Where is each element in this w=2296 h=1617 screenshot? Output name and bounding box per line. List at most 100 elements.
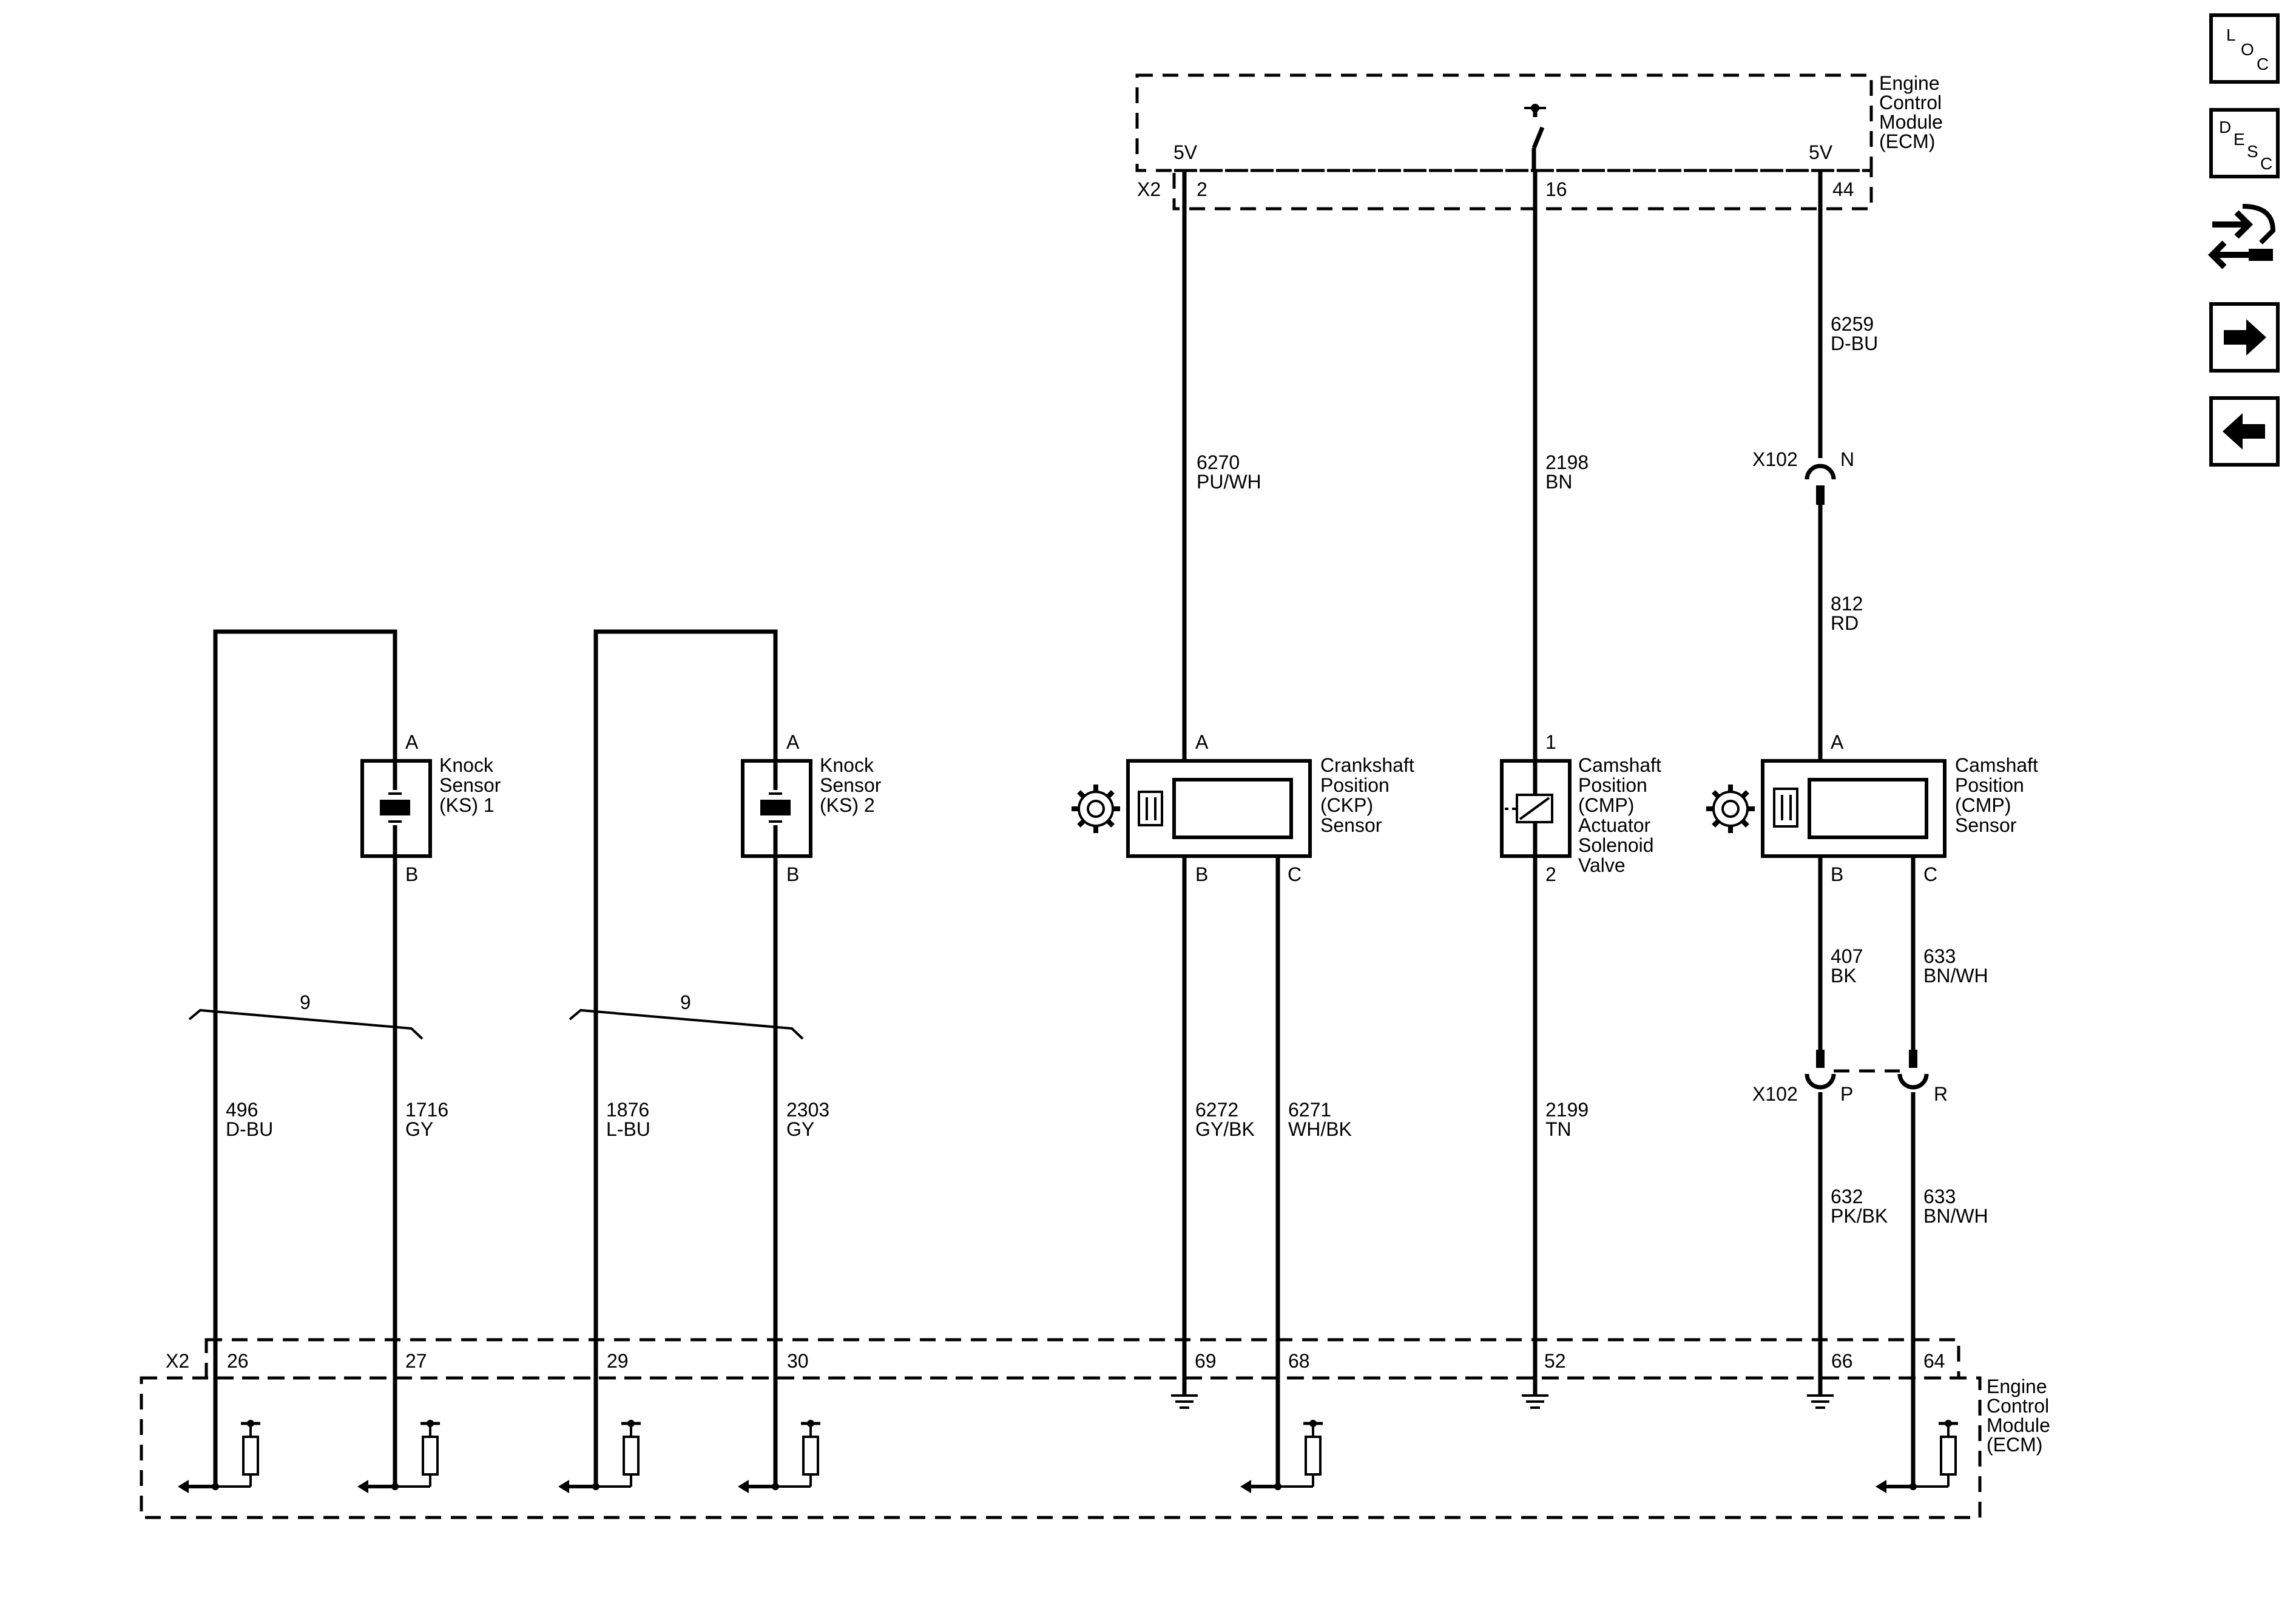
cmp-pin-a: A	[1831, 731, 1844, 753]
cmp-pin-b: B	[1831, 863, 1843, 885]
loc-letter-o: O	[2241, 40, 2254, 59]
cmp-sensor: A B C Camshaft Position (CMP) Sensor	[1706, 731, 2038, 885]
ckp-pin-a: A	[1195, 731, 1209, 753]
arrow-left-icon	[2223, 413, 2265, 450]
prev-button[interactable]	[2209, 396, 2280, 467]
ks2-pin-a: A	[786, 731, 800, 753]
wire-ckp-b-color: GY/BK	[1195, 1118, 1255, 1140]
wire-ks2-sig-color: GY	[786, 1118, 814, 1140]
wire-cmp-valve-1-circuit: 2198	[1545, 451, 1589, 473]
x102-lower-name: X102	[1752, 1083, 1798, 1105]
ground-icon	[1522, 1394, 1548, 1409]
ecm-top-pin-2: 2	[1197, 178, 1207, 200]
ckp-sensor: A B C Crankshaft Position (CKP) Sensor	[1072, 731, 1414, 885]
ecm-bottom-pin-30: 30	[787, 1350, 809, 1372]
twisted-pair-1: 9	[188, 991, 424, 1040]
ks2-low-wire	[593, 629, 778, 1487]
ecm-top-name-1: Engine	[1879, 72, 1940, 94]
ckp-pin-c: C	[1288, 863, 1302, 885]
wire-ckp-b-circuit: 6272	[1195, 1099, 1238, 1121]
ks1-label-1: Knock	[439, 754, 494, 776]
wire-ks1-low-color: D-BU	[226, 1118, 273, 1140]
wire-cmp-a-color: RD	[1831, 612, 1859, 634]
ecm-bottom: X2 Engine Control Module (ECM) 26 27 29 …	[140, 1338, 2050, 1519]
wire-ckp-c-color: WH/BK	[1288, 1118, 1352, 1140]
cmp-label-3: (CMP)	[1955, 794, 2011, 816]
ecm-input-circuit	[738, 1420, 820, 1493]
ecm-inputs	[178, 1420, 1958, 1493]
ks2-label-3: (KS) 2	[820, 794, 875, 816]
x102-lower-pin-p: P	[1840, 1083, 1853, 1105]
wire-cmp-b-upper-circuit: 407	[1831, 945, 1863, 967]
loc-letter-l: L	[2226, 25, 2236, 44]
ckp-label-3: (CKP)	[1320, 794, 1373, 816]
cmp-valve-label-5: Solenoid	[1578, 834, 1654, 856]
ckp-label-2: Position	[1320, 774, 1389, 796]
ks1-label-2: Sensor	[439, 774, 501, 796]
cmp-label-1: Camshaft	[1955, 754, 2038, 776]
wire-cmp-c-lower-circuit: 633	[1923, 1186, 1956, 1207]
ckp-label-4: Sensor	[1320, 814, 1382, 836]
ecm-input-circuit	[1240, 1420, 1323, 1493]
wire-cmp-valve-1-color: BN	[1545, 471, 1572, 493]
wire-labels: 6270 PU/WH 2198 BN 6259 D-BU 812 RD 407 …	[226, 313, 1988, 1227]
arrow-right-icon	[2224, 319, 2266, 356]
ecm-top-voltage-right: 5V	[1809, 141, 1833, 163]
ecm-bottom-pin-52: 52	[1544, 1350, 1566, 1372]
ecm-bottom-connector: X2	[166, 1350, 189, 1372]
inline-connector-x102-lower: X102 P R	[1752, 1050, 1948, 1105]
ecm-top-name-3: Module	[1879, 111, 1943, 133]
ecm-input-circuit	[558, 1420, 641, 1493]
ks1-pin-a: A	[405, 731, 419, 753]
ecm-top-pin-44: 44	[1832, 178, 1854, 200]
ks1-pin-b: B	[405, 863, 418, 885]
wires	[213, 170, 1916, 1487]
ecm-bottom-name-4: (ECM)	[1987, 1434, 2042, 1456]
twisted-pair-2: 9	[569, 991, 804, 1040]
cmp-actuator-valve: 1 2 Camshaft Position (CMP) Actuator Sol…	[1500, 731, 1661, 885]
desc-button[interactable]: D E S C	[2209, 108, 2280, 178]
desc-letter-d: D	[2219, 118, 2232, 137]
ecm-bottom-pin-27: 27	[405, 1350, 427, 1372]
ecm-bottom-pin-29: 29	[607, 1350, 629, 1372]
wire-cmp-b-lower-circuit: 632	[1831, 1186, 1863, 1207]
wire-ks1-sig-circuit: 1716	[405, 1099, 448, 1121]
ecm-bottom-pin-64: 64	[1923, 1350, 1945, 1372]
cmp-valve-label-2: Position	[1578, 774, 1647, 796]
ecm-bottom-pin-26: 26	[227, 1350, 249, 1372]
ks2-label-1: Knock	[820, 754, 874, 776]
desc-letter-c: C	[2260, 154, 2273, 173]
wire-ks2-low-color: L-BU	[606, 1118, 650, 1140]
next-button[interactable]	[2209, 302, 2280, 373]
ecm-bottom-pin-69: 69	[1195, 1350, 1217, 1372]
ecm-top-connector: X2	[1137, 178, 1161, 200]
twisted-pair-2-label: 9	[680, 991, 691, 1013]
ecm-bottom-pin-68: 68	[1288, 1350, 1310, 1372]
wire-ckp-a-color: PU/WH	[1197, 471, 1261, 493]
ground-icon	[1807, 1394, 1834, 1409]
gear-icon	[1706, 785, 1755, 833]
cmp-label-4: Sensor	[1955, 814, 2017, 836]
wire-cmp-valve-2-color: TN	[1545, 1118, 1572, 1140]
inline-connector-x102-upper: X102 N	[1752, 448, 1854, 505]
x102-upper-name: X102	[1752, 448, 1798, 470]
cmp-label-2: Position	[1955, 774, 2024, 796]
ecm-switch-icon	[1524, 104, 1546, 170]
ks2-label-2: Sensor	[820, 774, 882, 796]
cmp-valve-pin-1: 1	[1545, 731, 1556, 753]
wire-cmp-5v-upper-circuit: 6259	[1831, 313, 1874, 335]
ks2-pin-b: B	[786, 863, 799, 885]
x102-lower-pin-r: R	[1934, 1083, 1948, 1105]
wire-cmp-b-lower-color: PK/BK	[1831, 1205, 1888, 1227]
connector-repair-icon[interactable]	[2206, 200, 2279, 273]
loc-button[interactable]: L O C	[2209, 13, 2280, 84]
ecm-bottom-name-3: Module	[1987, 1414, 2050, 1436]
ecm-top-pin-16: 16	[1545, 178, 1567, 200]
loc-letter-c: C	[2257, 55, 2269, 73]
wire-cmp-5v-upper-color: D-BU	[1831, 333, 1878, 354]
ecm-bottom-pin-66: 66	[1831, 1350, 1853, 1372]
wire-cmp-c-upper-circuit: 633	[1923, 945, 1956, 967]
ecm-input-circuit	[178, 1420, 260, 1493]
ecm-input-circuit	[357, 1420, 440, 1493]
